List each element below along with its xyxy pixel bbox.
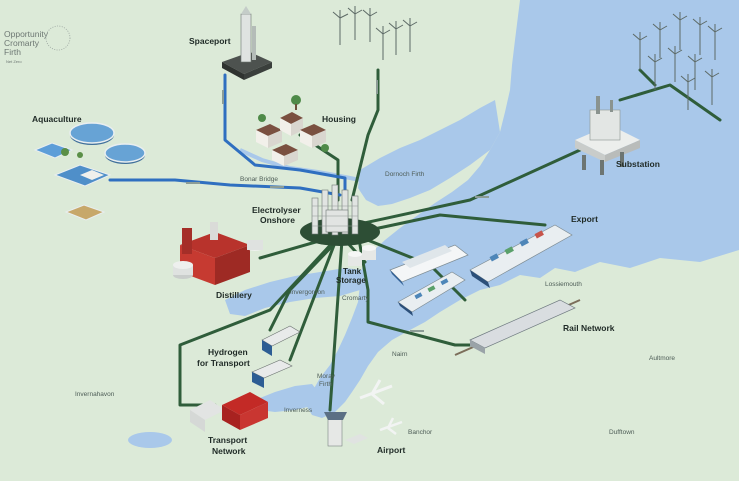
label-hydrogen-2: for Transport <box>197 358 250 368</box>
place-moray-1: Moray <box>317 373 336 380</box>
logo: Opportunity Cromarty Firth Net Zero <box>4 25 71 64</box>
bus-illustration <box>190 392 268 432</box>
onshore-wind-turbines <box>332 6 418 60</box>
container-ship-large-illustration <box>469 224 573 288</box>
place-banchor: Banchor <box>408 429 433 436</box>
blue-pipelines <box>108 73 347 202</box>
dornoch-firth <box>358 100 500 206</box>
place-nairn: Nairn <box>392 351 408 358</box>
cromarty-firth <box>225 268 362 316</box>
place-labels: Bonar Bridge Dornoch Firth Invergordon C… <box>75 171 675 436</box>
label-tank-2: Storage <box>336 276 366 285</box>
place-dufftown: Dufftown <box>609 429 635 436</box>
logo-tagline: Net Zero <box>6 59 22 64</box>
rail-illustration <box>454 299 581 356</box>
logo-ring-icon <box>45 25 71 51</box>
label-spaceport: Spaceport <box>189 36 231 46</box>
distillery-illustration <box>173 222 263 285</box>
pipe-export <box>358 213 547 234</box>
cruise-ship-illustration <box>389 244 469 286</box>
logo-line1: Opportunity <box>4 29 49 39</box>
sea <box>306 0 739 418</box>
label-hydrogen-1: Hydrogen <box>208 347 248 357</box>
place-bonar: Bonar Bridge <box>240 176 278 183</box>
place-dornoch: Dornoch Firth <box>385 171 425 178</box>
aquaculture-illustration <box>33 122 146 221</box>
airport-illustration <box>324 379 403 447</box>
pipe-hydrogen <box>178 238 337 407</box>
tank-storage-illustration <box>348 245 376 266</box>
pipe-substation <box>353 148 582 227</box>
label-tank-1: Tank <box>343 267 362 276</box>
housing-illustration <box>256 95 329 166</box>
label-housing: Housing <box>322 114 356 124</box>
flow-arrow <box>186 182 200 184</box>
pipe-spaceport <box>223 73 347 202</box>
pipe-airport <box>328 238 344 412</box>
flow-arrow <box>410 330 424 332</box>
label-electrolyser-1: Electrolyser <box>252 205 301 215</box>
place-moray-2: Firth <box>319 381 332 388</box>
label-distillery: Distillery <box>216 290 252 300</box>
label-aquaculture: Aquaculture <box>32 114 82 124</box>
label-transport-1: Transport <box>208 435 247 445</box>
label-transport-2: Network <box>212 446 246 456</box>
hydrogen-truck-illustration <box>251 325 301 388</box>
place-invernahavon: Invernahavon <box>75 391 115 398</box>
place-cromarty: Cromarty <box>342 295 369 302</box>
loch <box>128 432 172 448</box>
node-labels: Spaceport Housing Aquaculture Electrolys… <box>32 36 660 456</box>
logo-line2: Cromarty <box>4 38 40 48</box>
pipe-transport <box>288 238 338 362</box>
electrolyser-illustration <box>300 184 380 246</box>
container-ship-small-illustration <box>397 271 466 316</box>
pipe-aquaculture <box>108 178 342 197</box>
label-airport: Airport <box>377 445 406 455</box>
place-lossiemouth: Lossiemouth <box>545 281 582 288</box>
place-aultmore: Aultmore <box>649 355 675 362</box>
inverness-firth <box>255 384 320 412</box>
label-export: Export <box>571 214 598 224</box>
flow-arrow <box>475 196 489 198</box>
flow-arrow <box>222 90 224 104</box>
flow-arrows <box>186 80 489 332</box>
place-invergordon: Invergordon <box>290 289 325 296</box>
place-inverness: Inverness <box>284 407 313 414</box>
offshore-wind-turbines <box>632 12 723 110</box>
pipe-offshore <box>618 68 722 122</box>
substation-illustration <box>575 96 640 175</box>
logo-line3: Firth <box>4 47 21 57</box>
flow-arrow <box>270 186 284 188</box>
label-rail: Rail Network <box>563 323 615 333</box>
label-electrolyser-2: Onshore <box>260 215 295 225</box>
pipe-rail <box>358 243 487 347</box>
label-substation: Substation <box>616 159 660 169</box>
spaceport-illustration <box>222 6 272 80</box>
flow-arrow <box>376 80 378 94</box>
